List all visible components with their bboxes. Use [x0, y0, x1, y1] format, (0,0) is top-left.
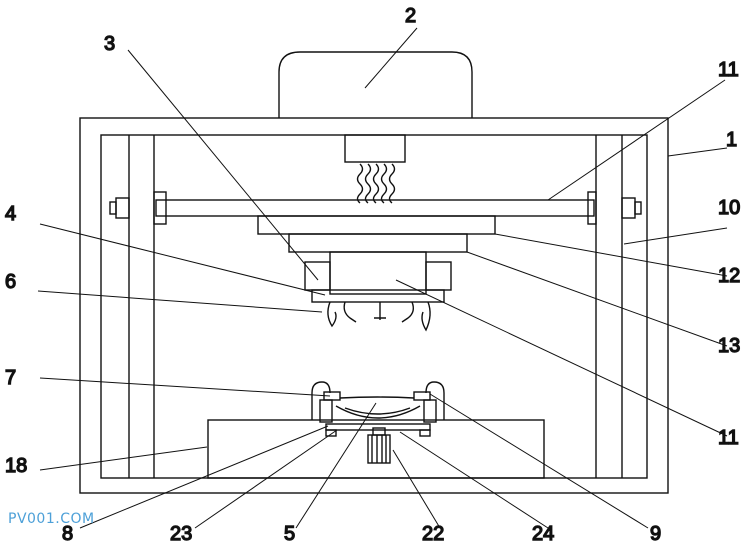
leader-lines: [37, 27, 728, 529]
label-11-bottom: 11: [718, 427, 739, 449]
label-18: 18: [5, 455, 27, 477]
coupling: [356, 163, 396, 204]
gripper-claws: [327, 301, 431, 332]
watermark: PV001.COM: [8, 511, 95, 527]
label-24: 24: [532, 523, 554, 545]
label-7: 7: [5, 367, 16, 389]
inner-frame: [100, 134, 648, 479]
lower-plate: [288, 233, 468, 253]
label-9: 9: [650, 523, 661, 545]
label-12: 12: [718, 265, 740, 287]
label-23: 23: [170, 523, 192, 545]
label-11-top: 11: [718, 59, 739, 81]
label-10: 10: [718, 197, 740, 219]
label-22: 22: [422, 523, 444, 545]
base-table: [207, 419, 545, 479]
label-6: 6: [5, 271, 16, 293]
label-13: 13: [718, 335, 740, 357]
label-4: 4: [5, 203, 16, 225]
label-2: 2: [405, 5, 416, 27]
upper-plate: [257, 215, 496, 235]
label-3: 3: [104, 33, 115, 55]
label-8: 8: [62, 523, 73, 545]
shaft-housing: [344, 134, 406, 163]
motor: [278, 51, 473, 118]
outer-frame: [79, 117, 669, 494]
label-1: 1: [726, 129, 737, 151]
label-5: 5: [284, 523, 295, 545]
